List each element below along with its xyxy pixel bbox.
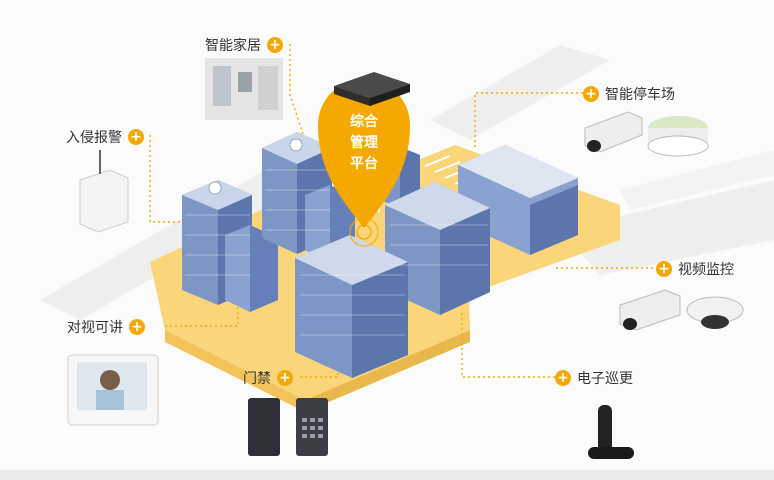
plus-icon[interactable]: +	[583, 86, 599, 102]
subsystem-label: 视频监控	[678, 262, 734, 278]
subsystem-label: 电子巡更	[577, 371, 633, 387]
subsystem-smart-home[interactable]: 智能家居 +	[205, 35, 283, 55]
plus-icon[interactable]: +	[129, 319, 145, 335]
platform-title-line: 综合	[350, 114, 378, 130]
platform-title-line: 平台	[350, 156, 378, 172]
subsystem-access-control[interactable]: 门禁 +	[243, 368, 293, 388]
alarm-panel-image	[79, 150, 129, 233]
smart-home-image	[205, 58, 283, 120]
bottom-divider	[0, 470, 774, 480]
plus-icon[interactable]: +	[656, 261, 672, 277]
building-front-long	[295, 235, 408, 378]
plus-icon[interactable]: +	[555, 370, 571, 386]
plus-icon[interactable]: +	[267, 37, 283, 53]
platform-title: 综合 管理 平台	[332, 112, 396, 175]
server-device-image	[334, 72, 410, 106]
subsystem-label: 智能停车场	[605, 87, 675, 103]
building-center-long	[385, 182, 490, 315]
platform-title-line: 管理	[350, 135, 378, 151]
building-right-parking	[458, 145, 578, 255]
location-pin-icon	[318, 79, 410, 247]
access-reader-images	[248, 398, 328, 456]
surveillance-camera-images	[619, 289, 744, 331]
patrol-wand-image	[588, 405, 634, 459]
subsystem-label: 门禁	[243, 371, 271, 387]
intercom-monitor-image	[67, 354, 159, 426]
plus-icon[interactable]: +	[128, 129, 144, 145]
subsystem-video-surveillance[interactable]: + 视频监控	[656, 259, 734, 279]
building-left-tower	[182, 180, 278, 312]
subsystem-intrusion-alarm[interactable]: 入侵报警 +	[66, 127, 144, 147]
subsystem-smart-parking[interactable]: + 智能停车场	[583, 84, 675, 104]
subsystem-label: 入侵报警	[66, 130, 122, 146]
plus-icon[interactable]: +	[277, 370, 293, 386]
parking-camera-images	[584, 111, 709, 157]
subsystem-guard-tour[interactable]: + 电子巡更	[555, 368, 633, 388]
subsystem-label: 智能家居	[205, 38, 261, 54]
subsystem-intercom[interactable]: 对视可讲 +	[67, 317, 145, 337]
subsystem-label: 对视可讲	[67, 320, 123, 336]
